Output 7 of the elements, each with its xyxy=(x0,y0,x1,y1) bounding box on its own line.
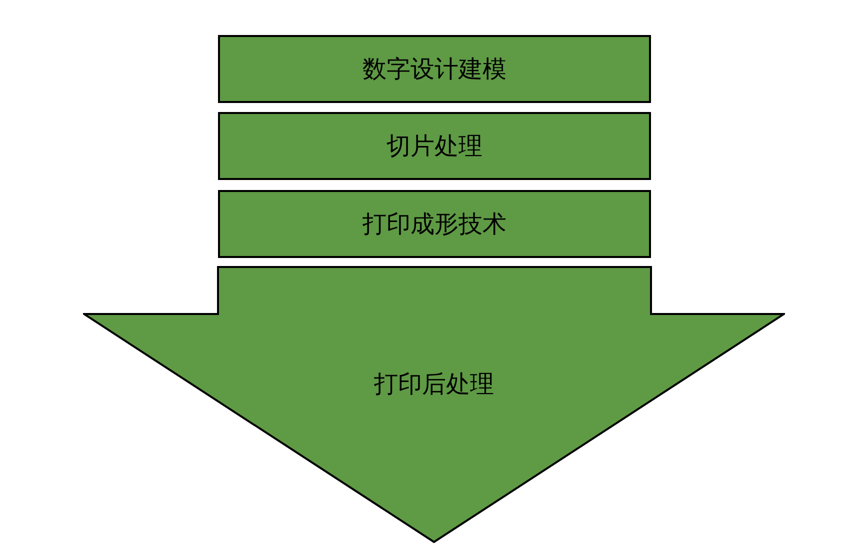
step-box xyxy=(218,190,651,258)
step-label: 打印成形技术 xyxy=(362,209,506,240)
step-label: 打印后处理 xyxy=(374,369,494,400)
step-label: 数字设计建模 xyxy=(362,54,506,85)
step-box xyxy=(218,112,651,180)
step-box xyxy=(218,35,651,103)
step-label: 切片处理 xyxy=(386,131,482,162)
